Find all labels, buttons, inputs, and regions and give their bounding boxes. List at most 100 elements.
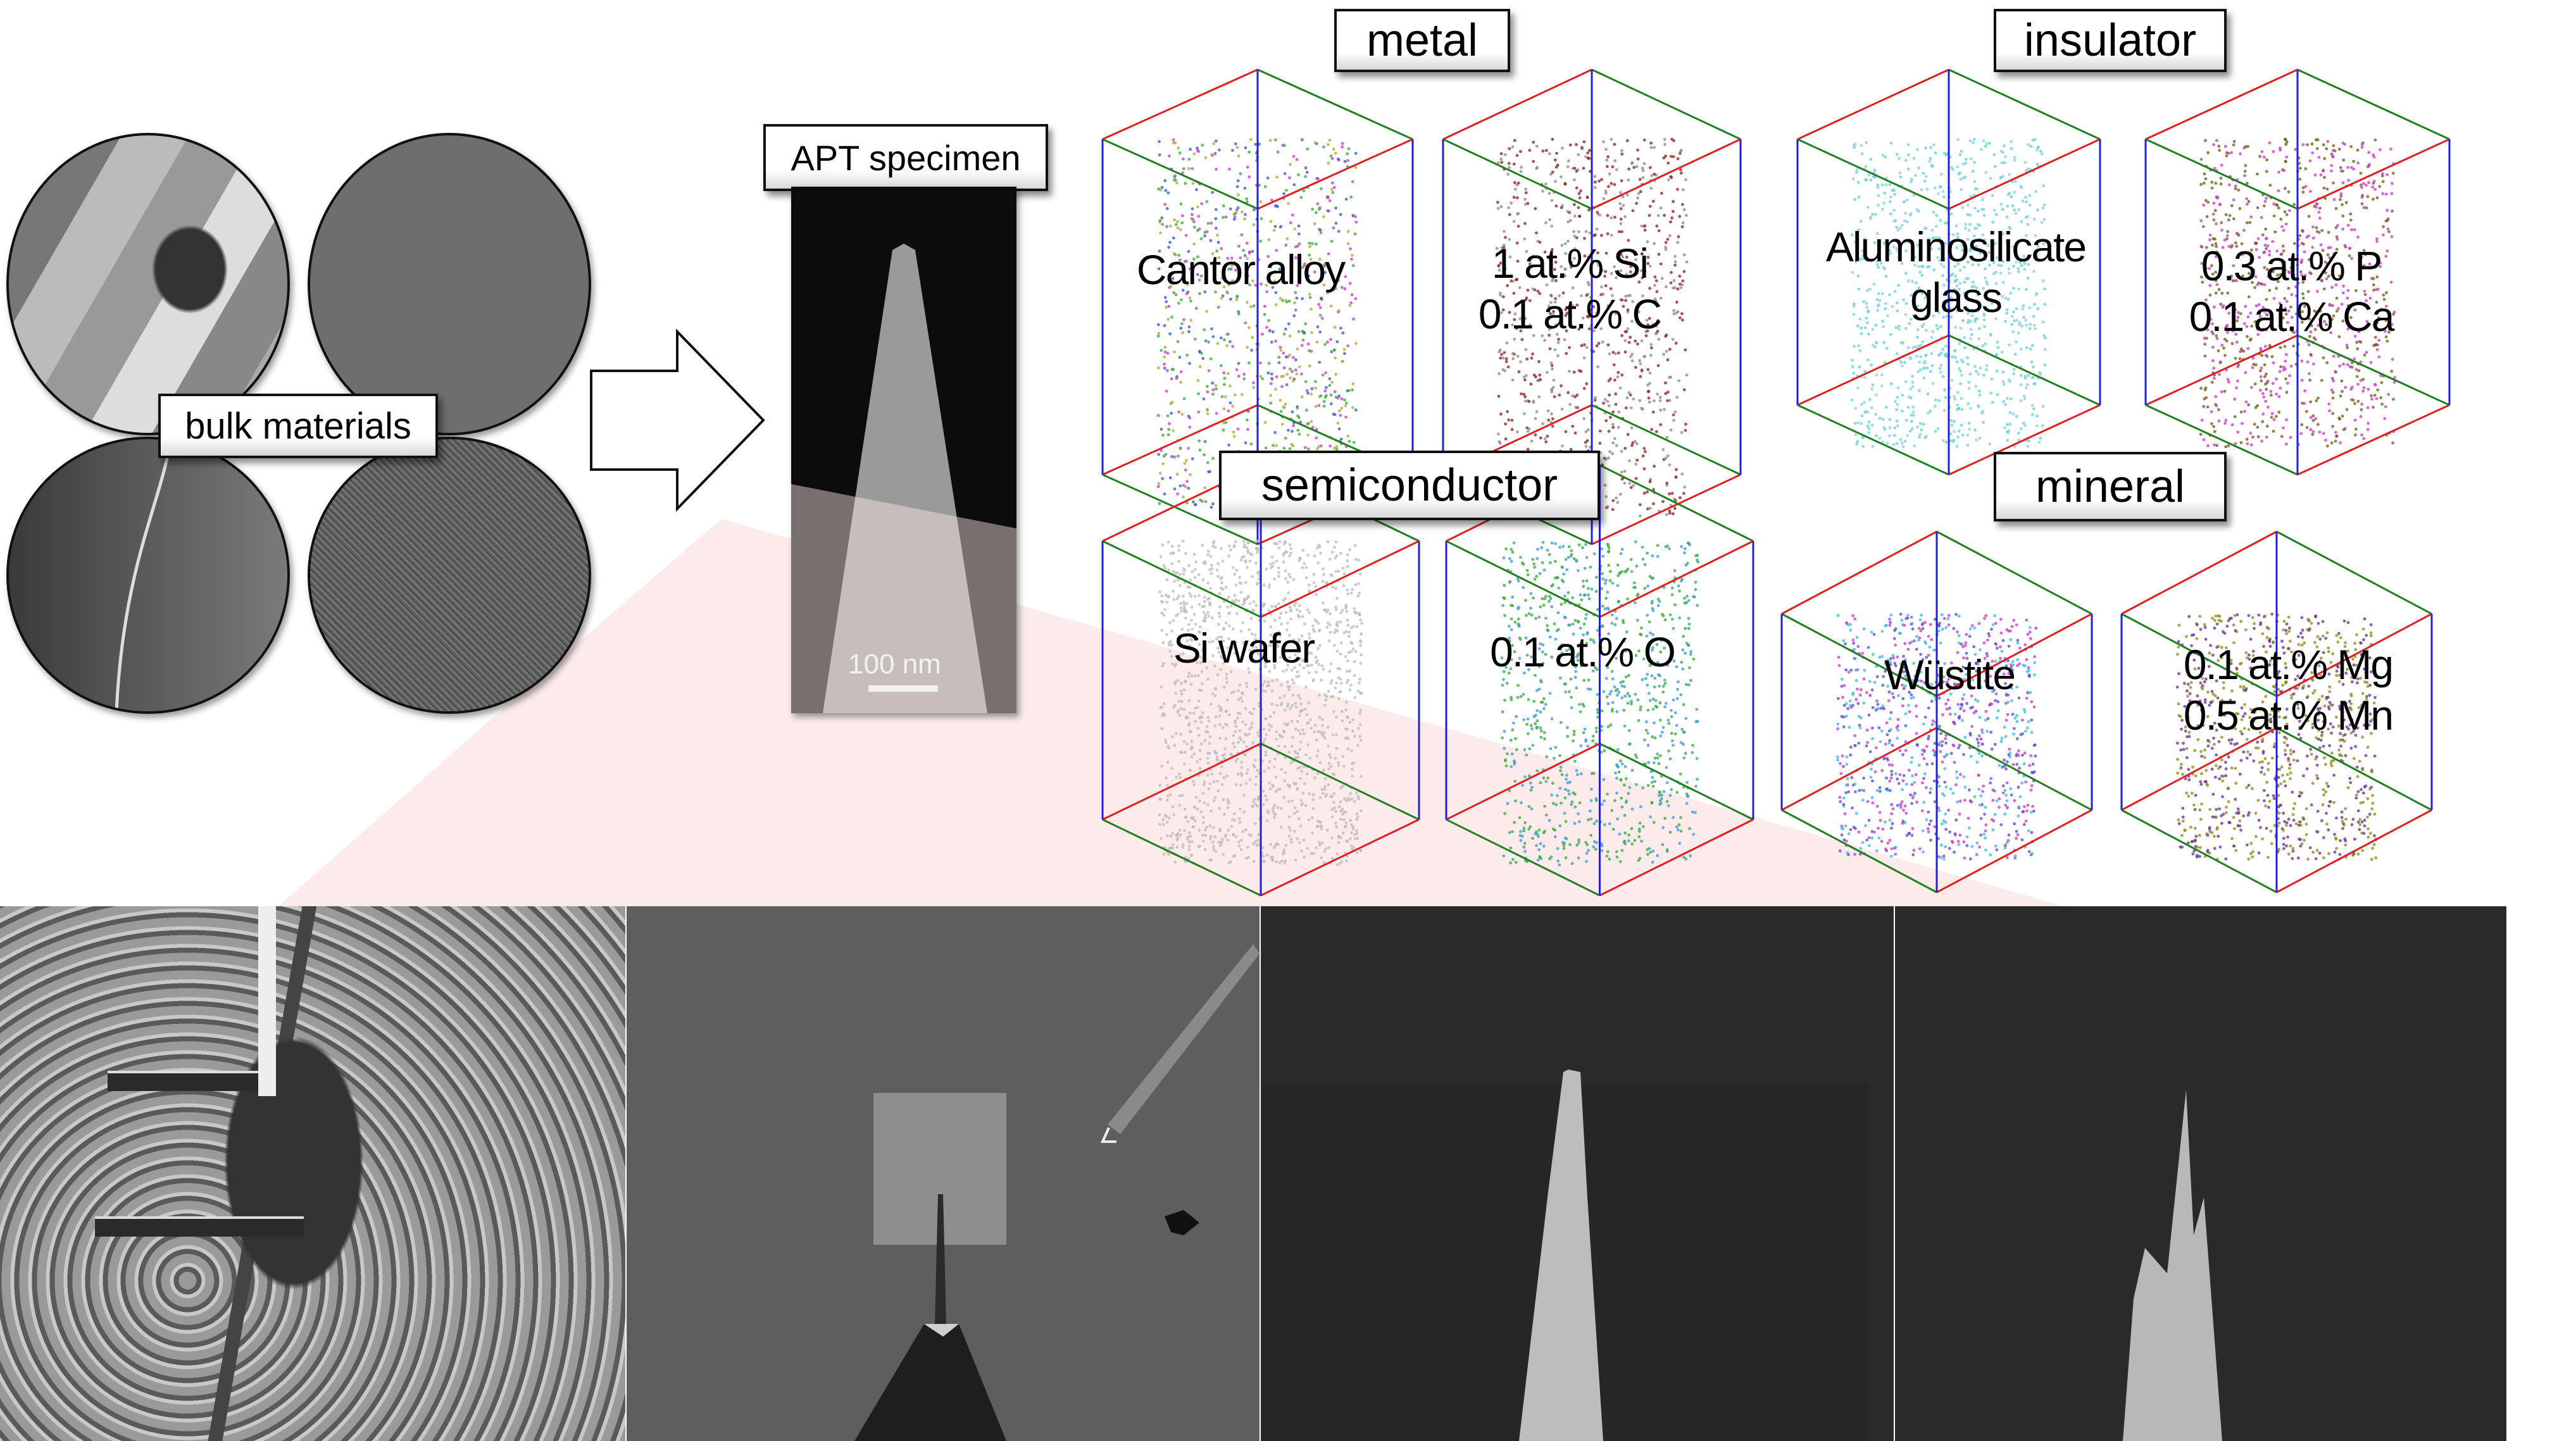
atom — [1515, 241, 1519, 245]
atom — [1630, 444, 1634, 447]
atom — [1264, 753, 1268, 757]
atom — [1173, 744, 1177, 747]
atom — [2339, 197, 2342, 201]
atom — [1283, 708, 1287, 712]
atom — [2249, 258, 2253, 261]
atom — [1906, 167, 1910, 171]
atom — [2366, 428, 2370, 432]
atom — [1649, 354, 1653, 357]
atom — [1513, 181, 1516, 185]
atom — [1585, 382, 1589, 385]
atom — [1857, 228, 1861, 232]
atom — [1323, 736, 1327, 740]
atom — [2367, 421, 2370, 425]
atom — [1560, 206, 1563, 209]
atom — [1230, 256, 1234, 260]
atom — [1353, 607, 1356, 610]
atom — [2244, 400, 2248, 404]
atom — [1237, 817, 1241, 820]
atom — [2354, 427, 2358, 431]
atom — [1256, 581, 1260, 585]
atom — [1173, 704, 1177, 707]
atom — [1327, 266, 1331, 270]
atom — [2248, 295, 2251, 299]
atom — [2265, 328, 2268, 332]
atom — [1904, 211, 1908, 215]
atom — [1966, 318, 1970, 322]
atom — [2277, 410, 2281, 414]
atom — [2365, 184, 2368, 187]
atom — [2330, 285, 2334, 289]
atom — [2324, 439, 2327, 442]
atom — [1166, 369, 1169, 372]
atom — [2365, 320, 2369, 323]
atom — [2382, 293, 2385, 297]
atom — [2367, 164, 2371, 168]
atom — [1235, 612, 1239, 616]
atom — [1577, 327, 1581, 331]
atom — [1227, 409, 1230, 413]
atom — [1597, 263, 1600, 267]
atom — [1170, 377, 1173, 381]
atom — [1554, 323, 1558, 327]
atom — [1971, 280, 1975, 284]
atom — [1285, 680, 1289, 683]
atom — [1681, 318, 1684, 322]
atom — [1329, 764, 1333, 768]
atom — [2240, 347, 2243, 351]
atom — [1511, 357, 1515, 361]
atom — [1513, 337, 1516, 341]
bulk-sample-polycrystal — [6, 133, 290, 435]
atom — [1231, 149, 1234, 153]
atom — [2301, 230, 2304, 233]
atom — [1182, 496, 1185, 499]
atom — [2254, 406, 2258, 409]
atom — [1668, 511, 1672, 515]
atom — [1636, 157, 1640, 161]
atom — [2211, 212, 2215, 216]
atom — [1288, 334, 1292, 338]
atom — [1222, 798, 1225, 801]
atom — [2210, 380, 2214, 384]
atom — [1341, 719, 1344, 723]
atom — [1335, 649, 1339, 653]
atom — [1966, 402, 1970, 406]
atom — [2272, 418, 2276, 421]
atom — [1351, 254, 1354, 257]
atom — [1677, 235, 1680, 239]
atom — [2254, 248, 2258, 251]
atom — [1662, 156, 1666, 160]
reconstruction-box — [2144, 68, 2451, 476]
atom — [1641, 294, 1644, 297]
atom — [1994, 213, 1998, 216]
atom — [1219, 577, 1223, 581]
atom — [1234, 393, 1237, 397]
atom — [1939, 185, 1942, 189]
atom — [1301, 566, 1304, 570]
atom — [1244, 560, 1247, 564]
atom — [1188, 361, 1191, 365]
atom — [2035, 148, 2039, 152]
atom — [1170, 411, 1173, 415]
atom — [1306, 434, 1310, 437]
atom — [1323, 788, 1327, 791]
atom — [1227, 828, 1230, 832]
atom — [1163, 346, 1167, 349]
atom — [1348, 548, 1351, 551]
atom — [2234, 184, 2237, 188]
atom — [1182, 601, 1185, 604]
atom — [1229, 604, 1233, 608]
atom — [1168, 816, 1171, 820]
atom — [1501, 308, 1505, 311]
atom — [2256, 206, 2260, 209]
atom — [1304, 446, 1307, 449]
atom — [1158, 249, 1161, 253]
atom — [1234, 725, 1238, 728]
atom — [1204, 339, 1208, 342]
atom — [1871, 444, 1875, 448]
atom — [1206, 751, 1210, 755]
atom — [2275, 249, 2279, 253]
atom — [2018, 261, 2022, 265]
atom — [1213, 795, 1217, 799]
atom — [1196, 706, 1199, 709]
